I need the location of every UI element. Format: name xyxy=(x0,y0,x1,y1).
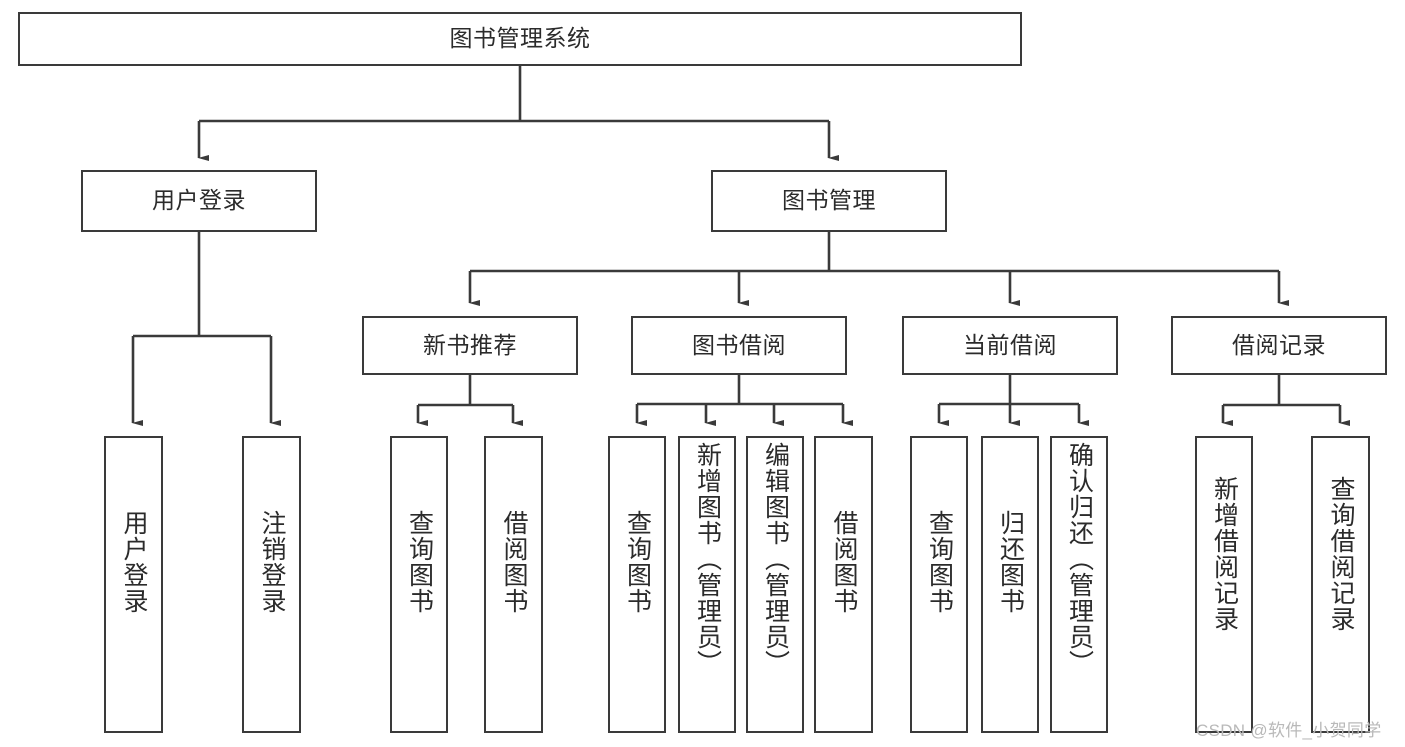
node-label: 图书管理 xyxy=(782,187,876,214)
node-label: 用户登录 xyxy=(120,510,148,614)
node-label: 查询借阅记录 xyxy=(1327,476,1355,632)
node-label: 借阅图书 xyxy=(500,510,528,614)
leaf-user-logout[interactable]: 注销登录 xyxy=(242,436,301,733)
node-label: 图书借阅 xyxy=(692,331,786,358)
node-label: 注销登录 xyxy=(258,510,286,614)
node-label: 确认归还（管理员） xyxy=(1065,442,1094,676)
node-current-borrow[interactable]: 当前借阅 xyxy=(902,316,1118,375)
leaf-borrow-book-2[interactable]: 借阅图书 xyxy=(814,436,873,733)
node-label: 借阅记录 xyxy=(1232,331,1326,358)
leaf-user-login[interactable]: 用户登录 xyxy=(104,436,163,733)
leaf-query-book-3[interactable]: 查询图书 xyxy=(910,436,968,733)
node-new-book-recommend[interactable]: 新书推荐 xyxy=(362,316,578,375)
node-book-management[interactable]: 图书管理 xyxy=(711,170,947,232)
node-borrow-record[interactable]: 借阅记录 xyxy=(1171,316,1387,375)
node-label: 图书管理系统 xyxy=(449,25,591,52)
leaf-add-borrow-record[interactable]: 新增借阅记录 xyxy=(1195,436,1253,733)
csdn-watermark: CSDN @软件_小贺同学 xyxy=(1196,721,1382,740)
node-label: 新增图书（管理员） xyxy=(693,442,722,676)
leaf-add-book-admin[interactable]: 新增图书（管理员） xyxy=(678,436,736,733)
node-label: 归还图书 xyxy=(996,510,1025,614)
node-label: 用户登录 xyxy=(152,187,246,214)
leaf-confirm-return-admin[interactable]: 确认归还（管理员） xyxy=(1050,436,1108,733)
node-label: 新增借阅记录 xyxy=(1210,476,1239,632)
leaf-query-borrow-record[interactable]: 查询借阅记录 xyxy=(1311,436,1370,733)
node-book-borrow[interactable]: 图书借阅 xyxy=(631,316,847,375)
leaf-edit-book-admin[interactable]: 编辑图书（管理员） xyxy=(746,436,804,733)
node-label: 查询图书 xyxy=(925,510,954,614)
leaf-query-book-2[interactable]: 查询图书 xyxy=(608,436,666,733)
leaf-return-book[interactable]: 归还图书 xyxy=(981,436,1039,733)
node-label: 查询图书 xyxy=(623,510,652,614)
node-label: 编辑图书（管理员） xyxy=(761,442,790,676)
node-root-system[interactable]: 图书管理系统 xyxy=(18,12,1022,66)
node-user-login[interactable]: 用户登录 xyxy=(81,170,317,232)
node-label: 查询图书 xyxy=(405,510,434,614)
node-label: 新书推荐 xyxy=(423,331,517,358)
node-label: 借阅图书 xyxy=(830,510,858,614)
leaf-query-book-1[interactable]: 查询图书 xyxy=(390,436,448,733)
leaf-borrow-book-1[interactable]: 借阅图书 xyxy=(484,436,543,733)
node-label: 当前借阅 xyxy=(963,331,1057,358)
